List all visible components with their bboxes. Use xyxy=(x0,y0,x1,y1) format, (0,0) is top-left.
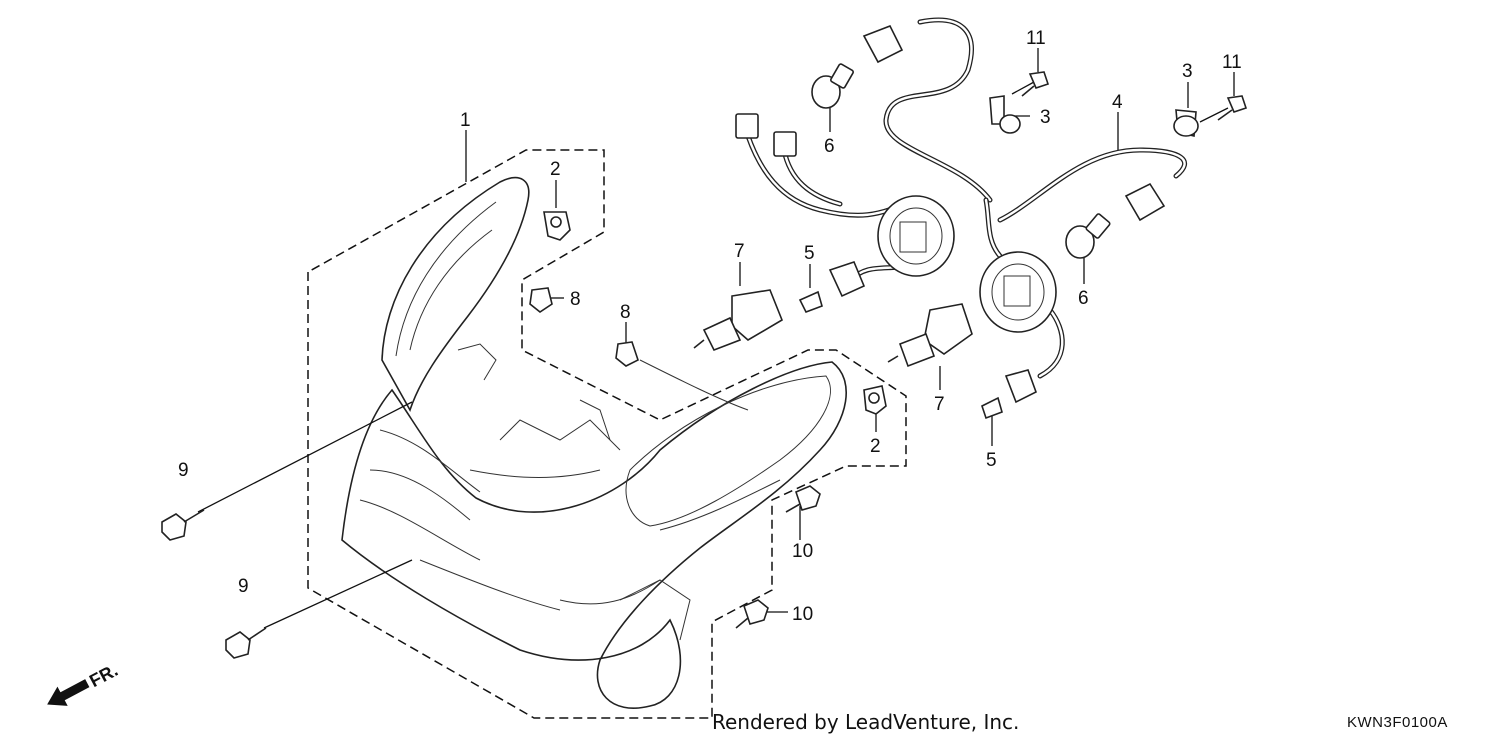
callout-1: 1 xyxy=(460,110,471,131)
callout-10-lower: 10 xyxy=(792,604,813,625)
callout-9-lower: 9 xyxy=(238,576,249,597)
part-4-wiring-harness xyxy=(735,17,1188,404)
part-6-bulb-lower xyxy=(1065,213,1111,259)
part-2-clip-upper xyxy=(543,211,571,241)
part-2-clip-lower xyxy=(863,385,887,415)
part-9-bolt-upper xyxy=(161,509,205,541)
callout-7-lower: 7 xyxy=(934,394,945,415)
callout-9-upper: 9 xyxy=(178,460,189,481)
callout-3-upper: 3 xyxy=(1182,61,1193,82)
callout-2-lower: 2 xyxy=(870,436,881,457)
part-9-bolt-lower xyxy=(225,627,267,659)
part-11-screw-left xyxy=(1021,71,1050,97)
callout-6-lower: 6 xyxy=(1078,288,1089,309)
part-3-clamp-right xyxy=(1173,109,1199,138)
headlight-assembly xyxy=(341,176,847,709)
callout-6-upper: 6 xyxy=(824,136,835,157)
part-10-screw-lower xyxy=(735,599,769,629)
part-10-screw-upper xyxy=(785,485,821,513)
part-8-nut-a xyxy=(529,287,553,313)
part-7-bulb-socket-lower xyxy=(887,303,973,368)
assembly-bracket-headlight xyxy=(307,149,907,719)
callout-5-upper: 5 xyxy=(804,243,815,264)
callout-10-upper: 10 xyxy=(792,541,813,562)
callout-8-lower: 8 xyxy=(620,302,631,323)
arrow-left-icon xyxy=(47,679,90,706)
callout-11-right: 11 xyxy=(1222,52,1242,73)
front-direction-arrow: FR. xyxy=(47,660,121,706)
callout-3-left: 3 xyxy=(1040,107,1051,128)
part-8-nut-b xyxy=(615,341,639,367)
part-3-clamp-left xyxy=(989,95,1021,134)
part-5-bulb-lower xyxy=(981,396,1003,420)
credit-text: Rendered by LeadVenture, Inc. xyxy=(712,710,1020,734)
part-7-bulb-socket-upper xyxy=(693,289,783,352)
part-6-bulb-upper xyxy=(811,63,854,109)
callout-2-upper: 2 xyxy=(550,159,561,180)
callout-11-left: 11 xyxy=(1026,28,1046,49)
callout-7-upper: 7 xyxy=(734,241,745,262)
diagram-code: KWN3F0100A xyxy=(1347,714,1448,731)
part-11-screw-right xyxy=(1217,95,1248,121)
part-5-bulb-upper xyxy=(798,290,823,314)
callout-8-upper: 8 xyxy=(570,289,581,310)
front-label: FR. xyxy=(86,660,121,691)
callout-4: 4 xyxy=(1112,92,1123,113)
callout-5-lower: 5 xyxy=(986,450,997,471)
